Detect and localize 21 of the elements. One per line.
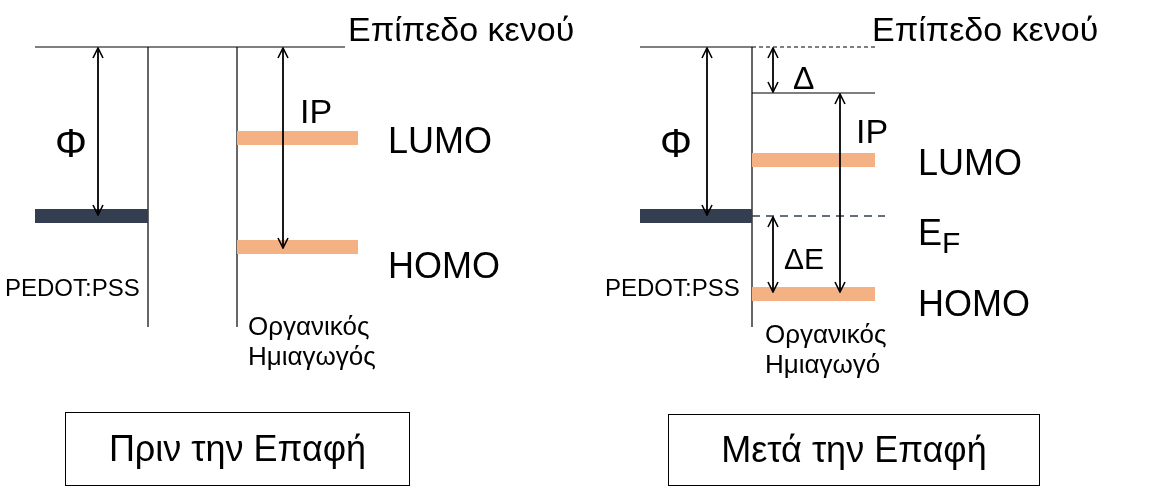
material-label: Οργανικός Ημιαγωγός	[248, 312, 377, 372]
material-label: PEDOT:PSS	[5, 274, 140, 302]
homo-label: HOMO	[388, 245, 500, 287]
caption-box	[668, 414, 1040, 486]
work-function-symbol: Φ	[55, 120, 87, 166]
work-function-symbol: Φ	[660, 120, 692, 166]
ionization-potential-label: IP	[856, 112, 889, 152]
homo-label: HOMO	[918, 283, 1030, 325]
energy-gap-label: ΔE	[784, 242, 825, 277]
lumo-label: LUMO	[388, 120, 492, 162]
material-label: PEDOT:PSS	[605, 274, 740, 302]
ionization-potential-label: IP	[300, 92, 333, 132]
energy-shift-label: Δ	[793, 60, 815, 97]
fermi-level-label: E$_{F}$	[918, 212, 961, 261]
lumo-label: LUMO	[918, 142, 1022, 184]
vacuum-level-label: Επίπεδο κενού	[348, 10, 575, 50]
vacuum-level-label: Επίπεδο κενού	[872, 10, 1099, 50]
caption-text: Μετά την Επαφή	[721, 429, 987, 471]
caption-text: Πριν την Επαφή	[108, 428, 367, 470]
caption-box	[65, 412, 410, 486]
material-label: Οργανικός Ημιαγωγό	[765, 320, 888, 380]
